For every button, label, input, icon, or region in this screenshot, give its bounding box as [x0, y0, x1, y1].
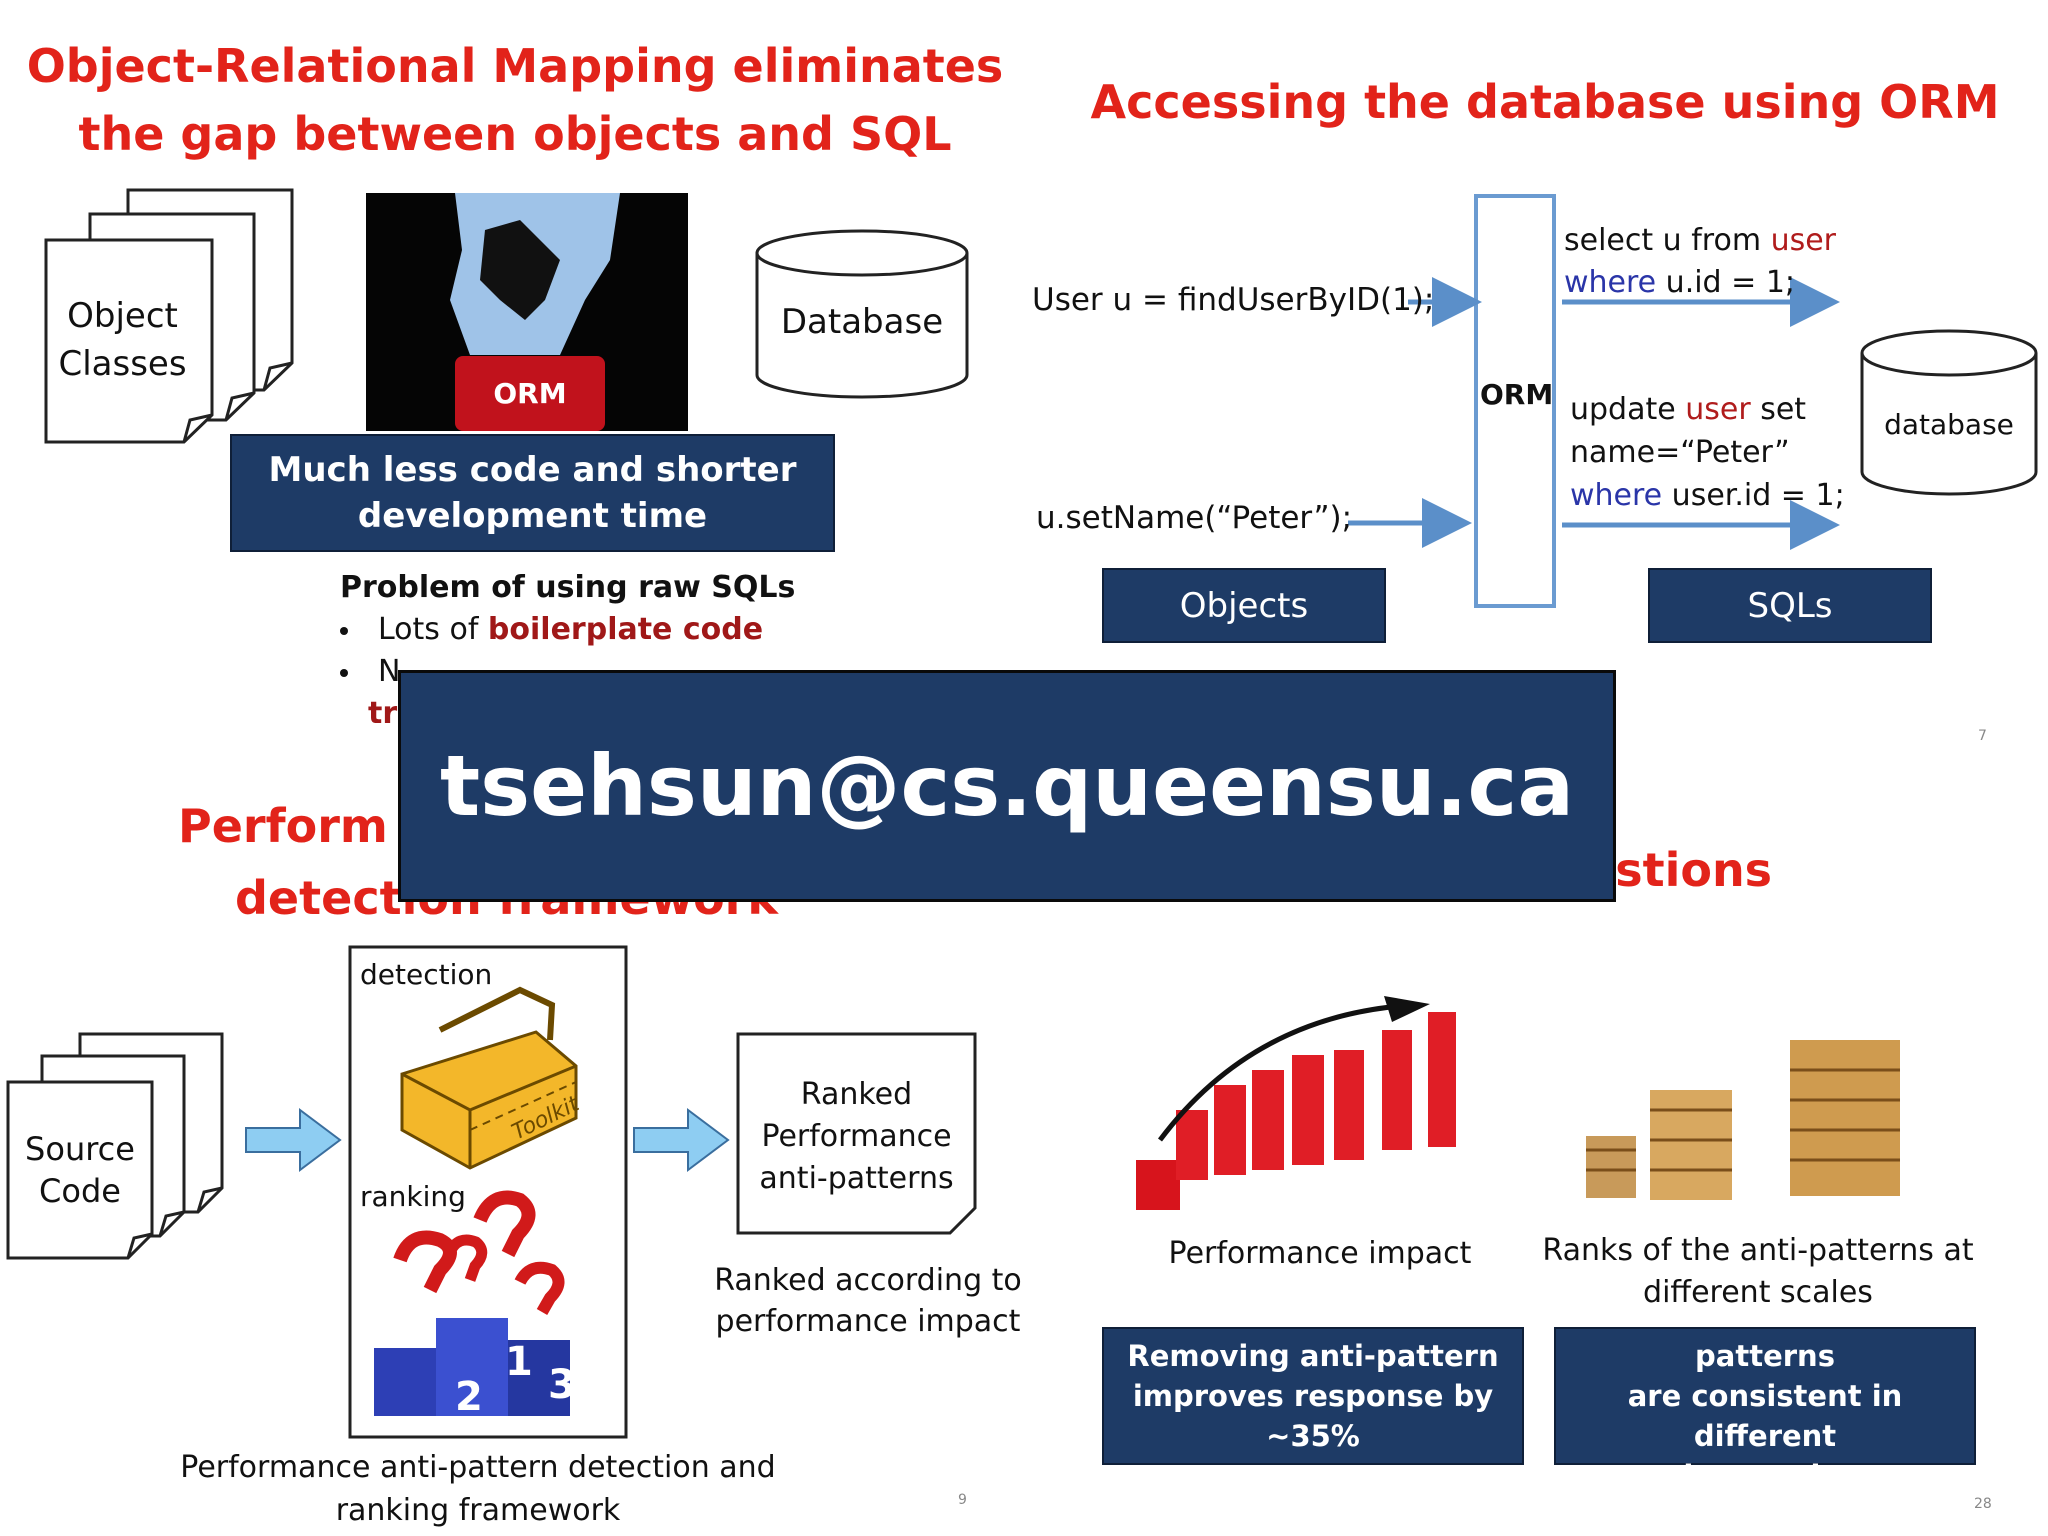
ranked-line1: Ranked [800, 1077, 913, 1112]
sql1-a: select u from [1564, 223, 1771, 258]
sql2-a: update [1570, 392, 1686, 427]
ranks-at-scales-label: Ranks of the anti-patterns at different … [1528, 1230, 1988, 1314]
object-classes-line2: Classes [58, 344, 187, 384]
sql2: update user set name=“Peter” where user.… [1570, 388, 1845, 517]
q1-title: Object-Relational Mapping eliminates the… [0, 32, 1030, 168]
box2-line3: data scales [1672, 1459, 1858, 1493]
orm-box-label: ORM [1480, 378, 1554, 411]
q1-title-line1: Object-Relational Mapping eliminates [26, 39, 1004, 93]
objects-box: Objects [1102, 568, 1386, 643]
box2-line2: are consistent in different [1627, 1379, 1903, 1453]
ranked-line2: Performance [761, 1119, 952, 1154]
source-code-label: Source Code [12, 1128, 148, 1212]
caption-line1: Performance anti-pattern detection and [180, 1450, 776, 1485]
ranked-note-line1: Ranked according to [714, 1263, 1022, 1298]
ranked-anti-patterns-label: Ranked Performance anti-patterns [738, 1074, 975, 1200]
q1-benefit-banner: Much less code and shorter development t… [230, 434, 835, 552]
svg-text:3: 3 [548, 1362, 576, 1408]
object-classes-label: Object Classes [50, 292, 195, 388]
performance-impact-label: Performance impact [1168, 1236, 1472, 1271]
source-code-line1: Source [25, 1130, 135, 1168]
source-code-line2: Code [39, 1172, 121, 1210]
problem-heading: Problem of using raw SQLs [340, 570, 796, 605]
q2-title: Accessing the database using ORM [1090, 75, 2000, 129]
call2-text: u.setName(“Peter”); [1036, 500, 1353, 536]
sql1-where: where [1564, 265, 1657, 300]
svg-text:1: 1 [505, 1339, 533, 1385]
box2-line1: Ranks of the anti-patterns [1618, 1299, 1912, 1373]
sql2-rest: user.id = 1; [1662, 478, 1845, 513]
sql2-set: set [1750, 392, 1807, 427]
ranks-label-line1: Ranks of the anti-patterns at [1542, 1233, 1974, 1268]
q4-page-number: 28 [1974, 1496, 1992, 1512]
object-classes-line1: Object [67, 296, 178, 336]
q2-page-number: 7 [1978, 728, 1987, 744]
sql2-where: where [1570, 478, 1663, 513]
performance-impact-bar-icon [1136, 996, 1456, 1210]
sql1: select u from user where u.id = 1; [1564, 220, 1836, 304]
bullet-dot-1 [340, 627, 348, 635]
sql2-user: user [1685, 392, 1751, 427]
bullet-1: Lots of boilerplate code [378, 612, 763, 647]
ranked-note-line2: performance impact [715, 1304, 1021, 1339]
svg-text:2: 2 [455, 1374, 483, 1420]
result-box-response: Removing anti-pattern improves response … [1102, 1327, 1524, 1465]
q1-title-line2: the gap between objects and SQL [78, 107, 952, 161]
sqls-box-text: SQLs [1747, 585, 1833, 626]
box1-line2: improves response by ~35% [1132, 1379, 1494, 1453]
ranks-label-line2: different scales [1643, 1275, 1873, 1310]
bullet-3-partial: tr [368, 696, 398, 731]
bullet-2-partial: N [378, 654, 401, 689]
bullet-dot-2 [340, 669, 348, 677]
q2-database-label: database [1884, 408, 2014, 441]
objects-box-text: Objects [1179, 585, 1309, 626]
sql2-line2: name=“Peter” [1570, 435, 1790, 470]
toolkit-icon [400, 986, 578, 1170]
email-address[interactable]: tsehsun@cs.queensu.ca [439, 737, 1575, 835]
call1-text: User u = findUserByID(1); [1032, 282, 1435, 318]
ranking-podium-icon: 2 1 3 [374, 1190, 576, 1420]
box1-line1: Removing anti-pattern [1127, 1339, 1499, 1373]
detection-label: detection [360, 958, 493, 991]
sql1-rest: u.id = 1; [1656, 265, 1796, 300]
bullet1-prefix: Lots of [378, 612, 488, 647]
arrow-to-framework [245, 1108, 342, 1172]
sql1-user: user [1770, 223, 1837, 258]
framework-caption: Performance anti-pattern detection and r… [158, 1446, 798, 1532]
ranked-line3: anti-patterns [759, 1161, 954, 1196]
orm-badge-text: ORM [493, 377, 567, 410]
ranking-label: ranking [360, 1180, 466, 1213]
q1-database-label: Database [780, 302, 944, 342]
paper-stacks-icon [1586, 1040, 1900, 1200]
arrow-to-ranked [633, 1108, 730, 1172]
ranked-note: Ranked according to performance impact [708, 1260, 1028, 1342]
result-box-consistency: Ranks of the anti-patterns are consisten… [1554, 1299, 1976, 1493]
toolkit-text: Toolkit [508, 1091, 584, 1146]
email-overlay-banner: tsehsun@cs.queensu.ca [398, 670, 1616, 902]
orm-badge: ORM [455, 356, 605, 431]
sqls-box: SQLs [1648, 568, 1932, 643]
banner-line1: Much less code and shorter [268, 450, 797, 490]
q3-title-line1: Perform [178, 799, 388, 853]
banner-line2: development time [357, 496, 708, 536]
caption-line2: ranking framework [335, 1493, 621, 1528]
light-blue-arrows [245, 1108, 730, 1172]
q3-page-number: 9 [958, 1492, 967, 1508]
bullet1-highlight: boilerplate code [487, 612, 764, 647]
